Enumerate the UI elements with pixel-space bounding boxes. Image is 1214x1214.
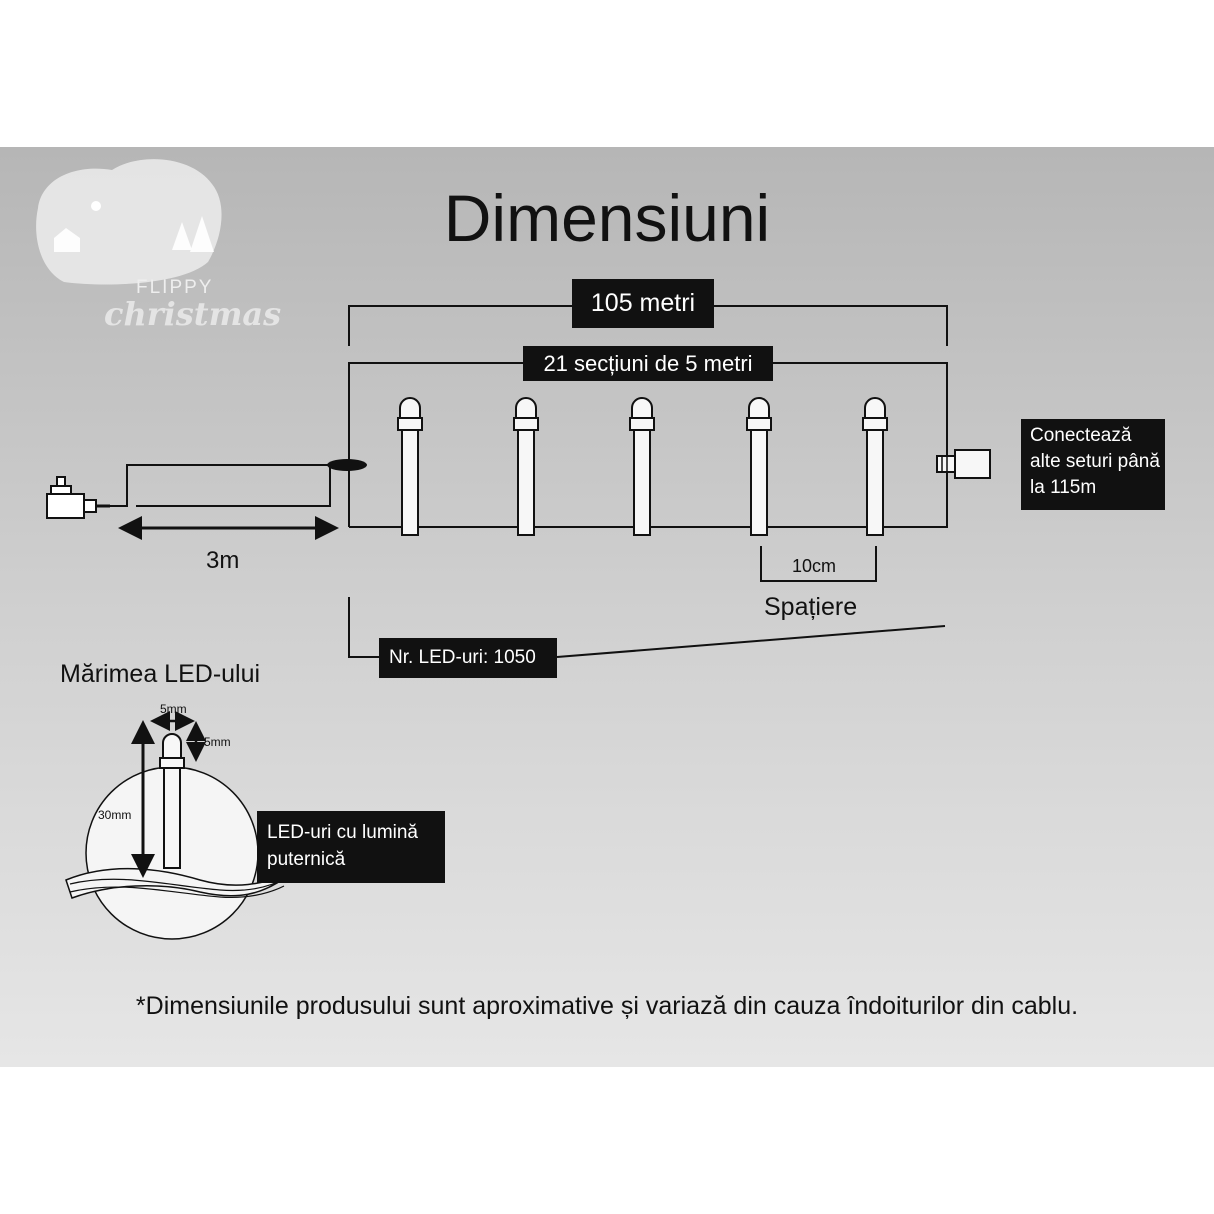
brand-logo — [36, 159, 222, 285]
spacing-bracket — [760, 546, 877, 582]
spacing-value-label: 10cm — [792, 556, 837, 576]
bright-led-label: LED-uri cu lumină puternică — [257, 811, 445, 883]
led-icon — [746, 397, 772, 536]
power-adapter-icon — [46, 476, 110, 519]
logo-script-text: christmas — [104, 295, 282, 333]
led-cap-height-label: 5mm — [204, 735, 231, 749]
led-icon — [513, 397, 539, 536]
logo-brand-text: FLIPPY — [136, 277, 214, 298]
total-length-label: 105 metri — [572, 279, 714, 328]
led-icon — [397, 397, 423, 536]
end-connector-icon — [936, 449, 991, 479]
sections-bracket — [348, 362, 948, 528]
page-title: Dimensiuni — [443, 181, 771, 255]
lead-cable — [110, 464, 331, 507]
led-size-heading: Mărimea LED-ului — [60, 660, 261, 688]
connect-more-label: Conectează alte seturi până la 115m — [1021, 419, 1165, 510]
led-count-label: Nr. LED-uri: 1050 — [379, 638, 557, 678]
cable-connector-icon — [327, 459, 367, 471]
led-count-leader-right — [556, 625, 946, 658]
led-icon — [629, 397, 655, 536]
footnote: *Dimensiunile produsului sunt aproximati… — [135, 992, 1079, 1020]
led-icon — [862, 397, 888, 536]
sections-label: 21 secțiuni de 5 metri — [523, 346, 773, 381]
led-count-leader — [348, 597, 380, 658]
lead-length-label: 3m — [206, 547, 240, 574]
led-width-label: 5mm — [160, 702, 187, 716]
spacing-label: Spațiere — [764, 593, 858, 621]
led-length-label: 30mm — [98, 808, 132, 822]
led-size-detail — [65, 711, 291, 940]
